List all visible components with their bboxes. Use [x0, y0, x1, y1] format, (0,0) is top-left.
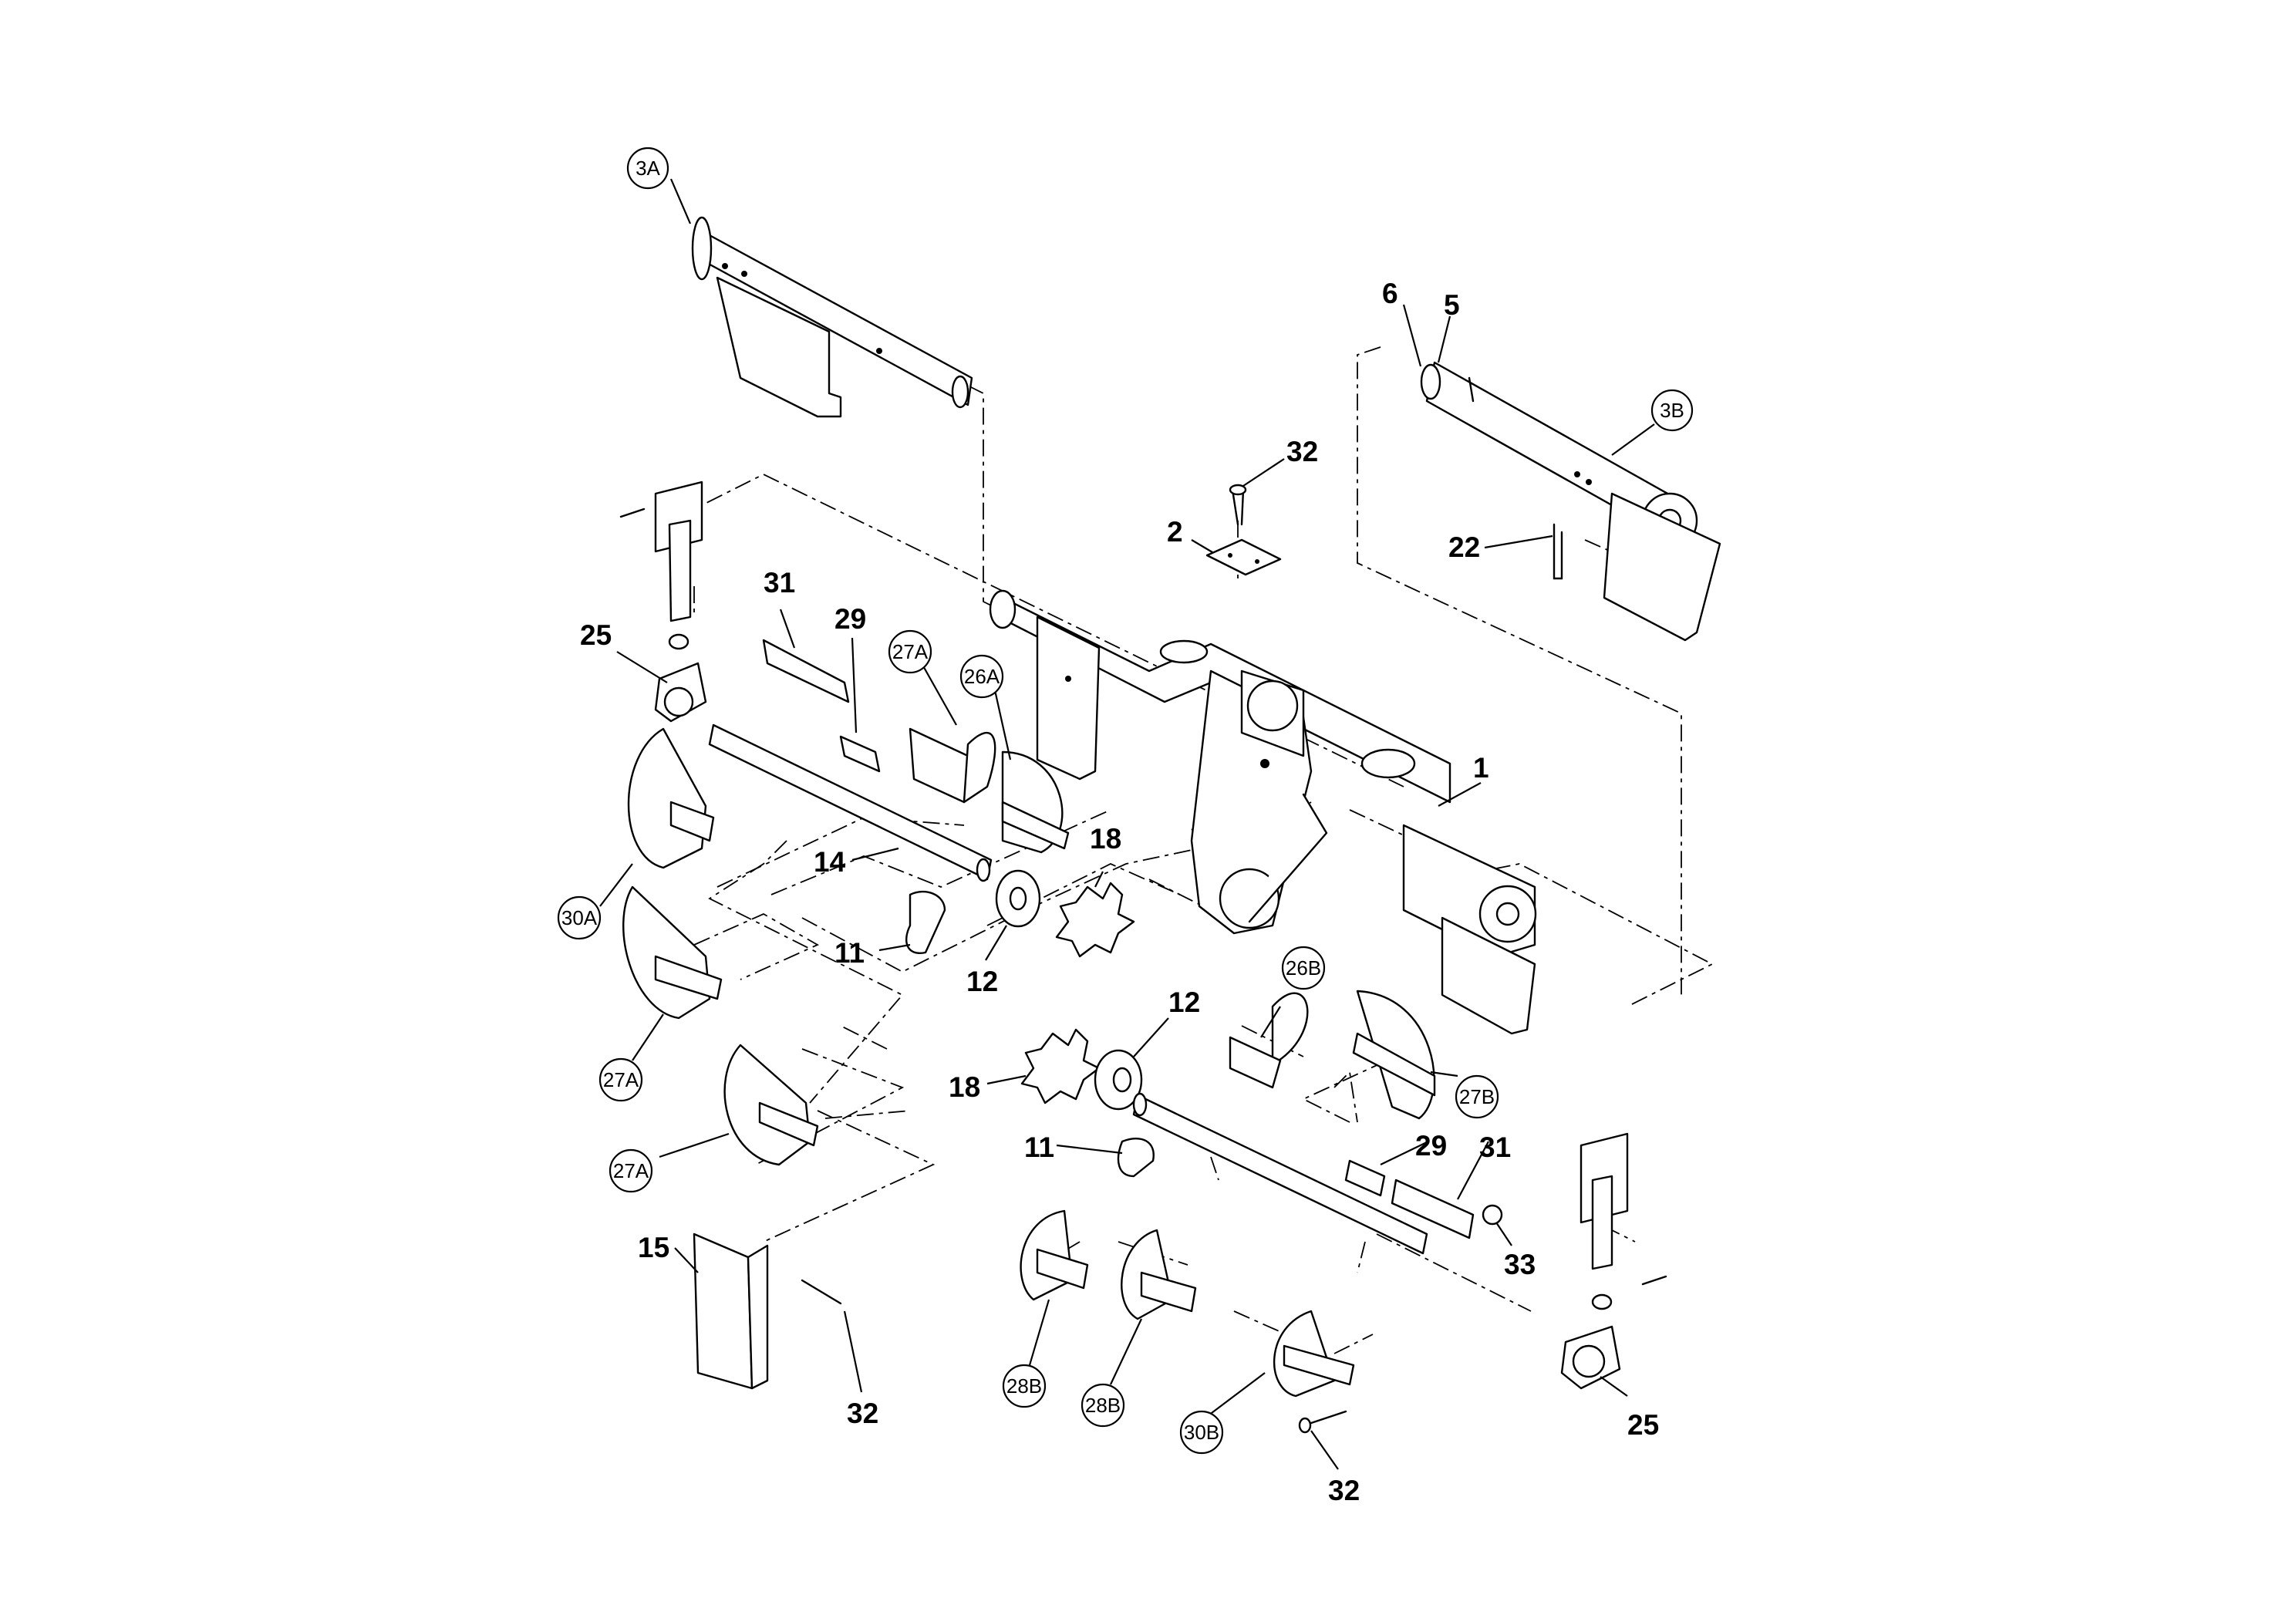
callout-27b: 27B	[1455, 1074, 1499, 1119]
part-28b-left-paddle	[1020, 1209, 1089, 1301]
part-26b-lower-paddle	[1229, 992, 1309, 1089]
svg-text:3A: 3A	[636, 157, 660, 180]
part-27a-lower-paddle	[723, 1044, 819, 1166]
part-27b-lower-paddle	[1352, 990, 1436, 1120]
svg-text:27A: 27A	[613, 1159, 649, 1182]
callout-14: 14	[814, 846, 846, 878]
callout-11-upper: 11	[834, 937, 865, 969]
part-33-nut	[1482, 1204, 1503, 1226]
part-25-lower-bearing	[1560, 1132, 1667, 1390]
callout-26a: 26A	[959, 654, 1004, 699]
callout-32-top: 32	[1286, 436, 1318, 467]
part-32-lower-bolt	[1298, 1410, 1347, 1434]
callout-27a-lower: 27A	[609, 1148, 653, 1193]
part-29-lower-clip	[1344, 1159, 1386, 1197]
svg-text:27A: 27A	[892, 640, 929, 663]
callout-31-lower: 31	[1479, 1131, 1511, 1163]
part-lower-shaft	[1132, 1092, 1428, 1255]
callout-29-upper: 29	[834, 603, 866, 635]
callout-30a: 30A	[557, 895, 602, 940]
part-22-pin	[1553, 523, 1563, 580]
part-32-top-bolt	[1229, 484, 1247, 526]
callout-30b: 30B	[1179, 1410, 1224, 1455]
callout-18-lower: 18	[949, 1071, 980, 1103]
callout-18-upper: 18	[1090, 823, 1121, 855]
callout-2: 2	[1167, 516, 1183, 548]
callout-11-lower: 11	[1024, 1131, 1054, 1163]
part-18-upper-star	[1055, 882, 1135, 958]
callout-29-lower: 29	[1415, 1130, 1447, 1162]
svg-text:28B: 28B	[1085, 1394, 1121, 1417]
part-25-upper-left-bearing	[619, 481, 707, 723]
callout-15: 15	[638, 1232, 669, 1263]
part-11-upper-key	[905, 890, 946, 954]
part-14-upper-shaft	[708, 723, 993, 882]
part-31-upper-sleeve	[762, 639, 850, 703]
callout-27a-mid: 27A	[598, 1057, 643, 1102]
part-27a-mid-paddle	[622, 885, 723, 1020]
callout-32-left: 32	[847, 1398, 878, 1429]
part-26a-upper-paddle	[1001, 750, 1070, 854]
callout-25-lower: 25	[1627, 1409, 1659, 1441]
part-18-lower-star	[1020, 1028, 1101, 1104]
callout-12-upper: 12	[966, 966, 998, 997]
part-28b-right-paddle	[1121, 1229, 1197, 1320]
callout-3a: 3A	[626, 147, 669, 190]
callout-5: 5	[1444, 289, 1460, 321]
callout-26b: 26B	[1281, 946, 1326, 990]
callout-27a-upper: 27A	[888, 629, 932, 674]
svg-text:27A: 27A	[603, 1068, 639, 1091]
part-30a-paddle	[627, 727, 715, 869]
part-29-upper-clip	[839, 735, 881, 773]
callout-33: 33	[1504, 1249, 1536, 1280]
part-27a-upper-paddle	[909, 727, 996, 804]
callout-25-upper: 25	[580, 619, 612, 651]
part-30b-paddle	[1273, 1310, 1355, 1398]
callout-1: 1	[1473, 752, 1489, 784]
part-15-bracket	[693, 1233, 842, 1390]
svg-text:30B: 30B	[1184, 1421, 1219, 1444]
callout-28b-right: 28B	[1081, 1383, 1125, 1428]
callout-28b-left: 28B	[1002, 1364, 1047, 1408]
svg-text:3B: 3B	[1660, 399, 1684, 422]
part-12-lower-hub	[1094, 1049, 1143, 1111]
part-1-main-frame	[989, 589, 1537, 1035]
part-3a-upper-left-tube	[691, 216, 973, 418]
callout-22: 22	[1448, 531, 1480, 563]
part-11-lower-key	[1117, 1138, 1155, 1178]
svg-text:26A: 26A	[964, 665, 1000, 688]
callout-6: 6	[1382, 278, 1398, 309]
leader-lines	[599, 178, 1655, 1470]
svg-text:28B: 28B	[1006, 1374, 1042, 1398]
callout-32-bottom: 32	[1328, 1475, 1360, 1506]
callout-12-lower: 12	[1168, 986, 1200, 1018]
svg-text:30A: 30A	[561, 906, 598, 929]
callout-3b: 3B	[1650, 389, 1694, 432]
part-12-upper-hub	[995, 869, 1041, 928]
part-3b-upper-right-tube	[1420, 361, 1721, 642]
svg-text:26B: 26B	[1286, 956, 1321, 980]
callout-31-upper: 31	[764, 567, 795, 599]
part-31-lower-sleeve	[1391, 1179, 1475, 1239]
part-2-plate	[1205, 538, 1282, 576]
svg-text:27B: 27B	[1459, 1085, 1495, 1108]
